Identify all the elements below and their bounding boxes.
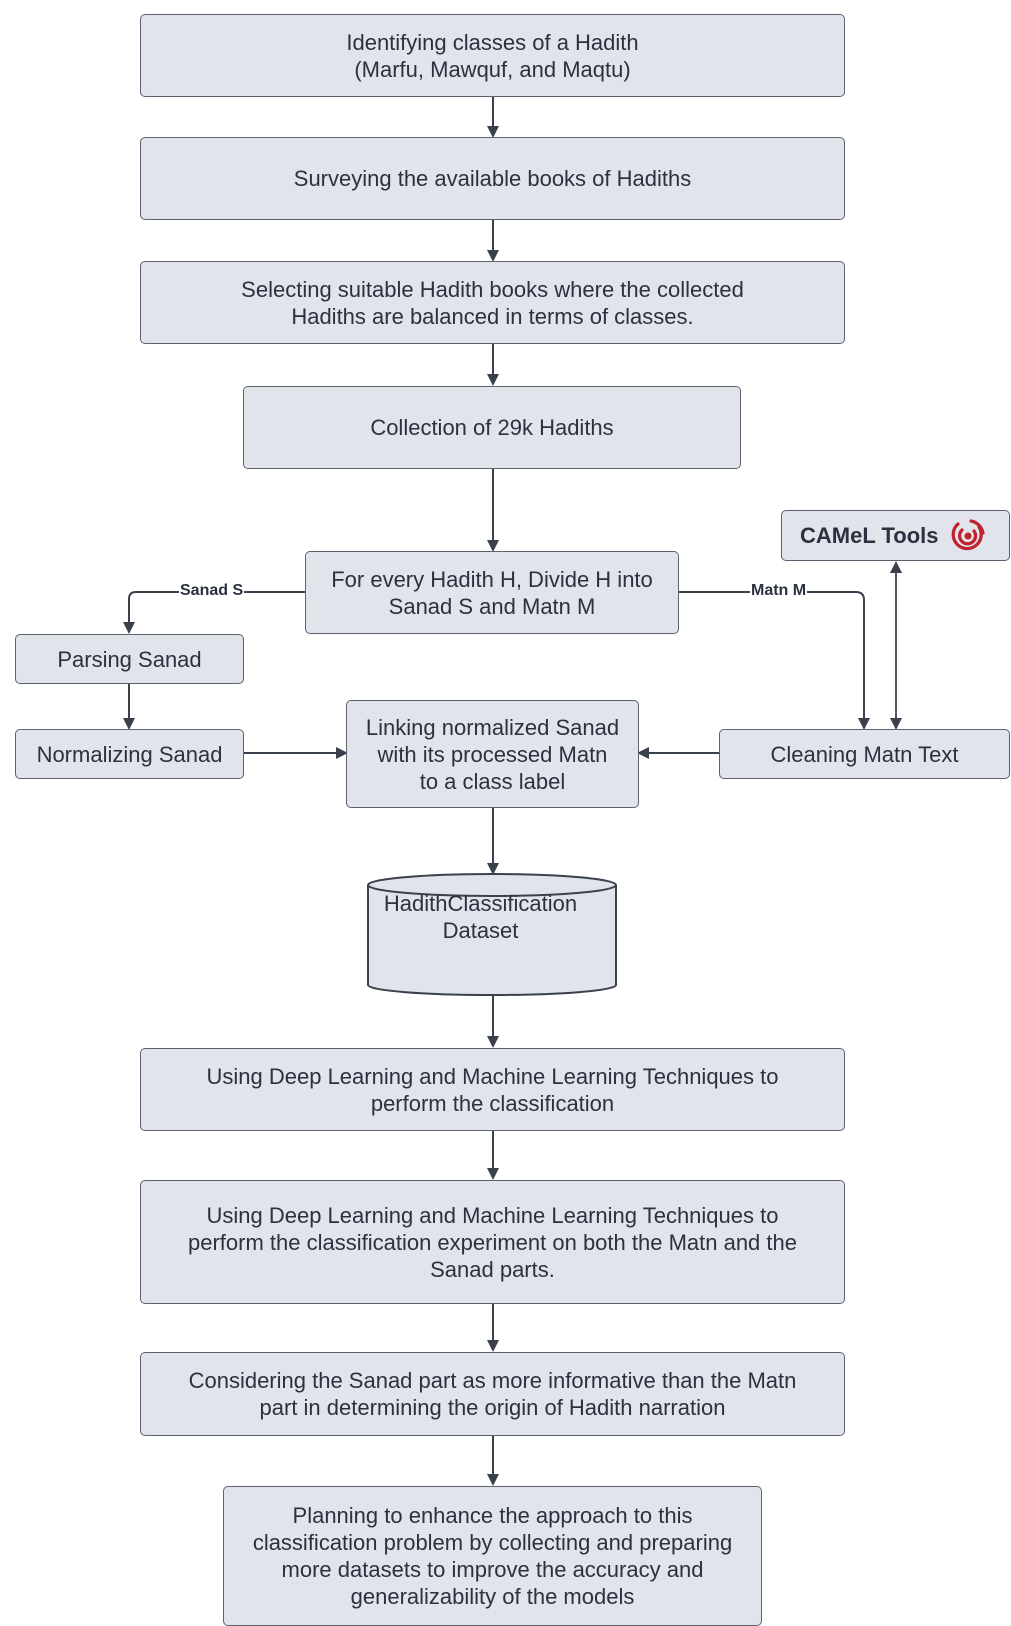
- dataset-label: HadithClassification Dataset: [383, 891, 578, 943]
- node-considering-sanad: Considering the Sanad part as more infor…: [140, 1352, 845, 1436]
- camel-tools-logo-icon: [951, 518, 985, 550]
- dataset-cylinder: [367, 873, 617, 996]
- edge-label-matn: Matn M: [750, 582, 808, 600]
- node-normalizing-sanad: Normalizing Sanad: [15, 729, 244, 779]
- node-camel-tools: CAMeL Tools: [781, 510, 1010, 561]
- node-parsing-sanad: Parsing Sanad: [15, 634, 244, 684]
- edge-divide-parse: [123, 591, 305, 634]
- node-collection: Collection of 29k Hadiths: [243, 386, 741, 469]
- node-cleaning-matn: Cleaning Matn Text: [719, 729, 1010, 779]
- node-deep-learning-2: Using Deep Learning and Machine Learning…: [140, 1180, 845, 1304]
- node-divide-hadith: For every Hadith H, Divide H into Sanad …: [305, 551, 679, 634]
- edge-label-sanad: Sanad S: [179, 582, 245, 600]
- node-planning: Planning to enhance the approach to this…: [223, 1486, 762, 1626]
- node-select-books: Selecting suitable Hadith books where th…: [140, 261, 845, 344]
- node-linking: Linking normalized Sanad with its proces…: [346, 700, 639, 808]
- edge-divide-clean: [679, 591, 870, 730]
- node-survey-books: Surveying the available books of Hadiths: [140, 137, 845, 220]
- node-deep-learning-1: Using Deep Learning and Machine Learning…: [140, 1048, 845, 1131]
- node-identify-classes: Identifying classes of a Hadith (Marfu, …: [140, 14, 845, 97]
